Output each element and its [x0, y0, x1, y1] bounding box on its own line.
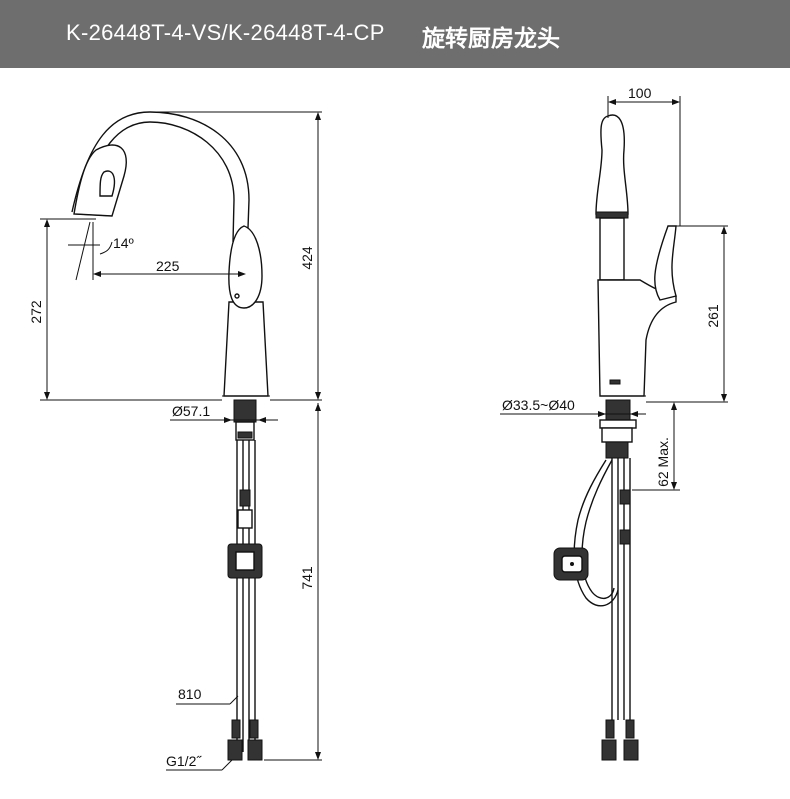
- side-view: 100 261 Ø33.5~Ø40 62 Max.: [500, 85, 728, 761]
- spray-angle-label: 14º: [113, 235, 134, 251]
- hose-length-label: 741: [299, 566, 315, 590]
- thread-label: G1/2˝: [166, 753, 202, 769]
- total-height-label: 424: [299, 246, 315, 270]
- model-number: K-26448T-4-VS/K-26448T-4-CP: [66, 20, 385, 45]
- front-dimensions: [40, 111, 322, 771]
- product-name: 旋转厨房龙头: [422, 26, 560, 52]
- base-diameter-label: Ø57.1: [172, 403, 210, 419]
- front-view: 14º 225 272 424 Ø57.1 741 810 G1/2˝: [28, 111, 322, 771]
- hole-diameter-label: Ø33.5~Ø40: [502, 397, 575, 413]
- deck-thickness-label: 62 Max.: [655, 437, 671, 487]
- side-shank: [553, 399, 639, 761]
- supply-length-label: 810: [178, 686, 202, 702]
- handle-height-label: 261: [705, 304, 721, 328]
- side-dimensions: [500, 96, 728, 491]
- reach-label: 225: [156, 258, 180, 274]
- header-bar: K-26448T-4-VS/K-26448T-4-CP 旋转厨房龙头: [0, 0, 790, 68]
- head-depth-label: 100: [628, 85, 652, 101]
- front-shank: [227, 399, 263, 761]
- side-faucet-outline: [595, 114, 677, 397]
- front-faucet-outline: [71, 111, 270, 397]
- spout-height-label: 272: [28, 300, 44, 324]
